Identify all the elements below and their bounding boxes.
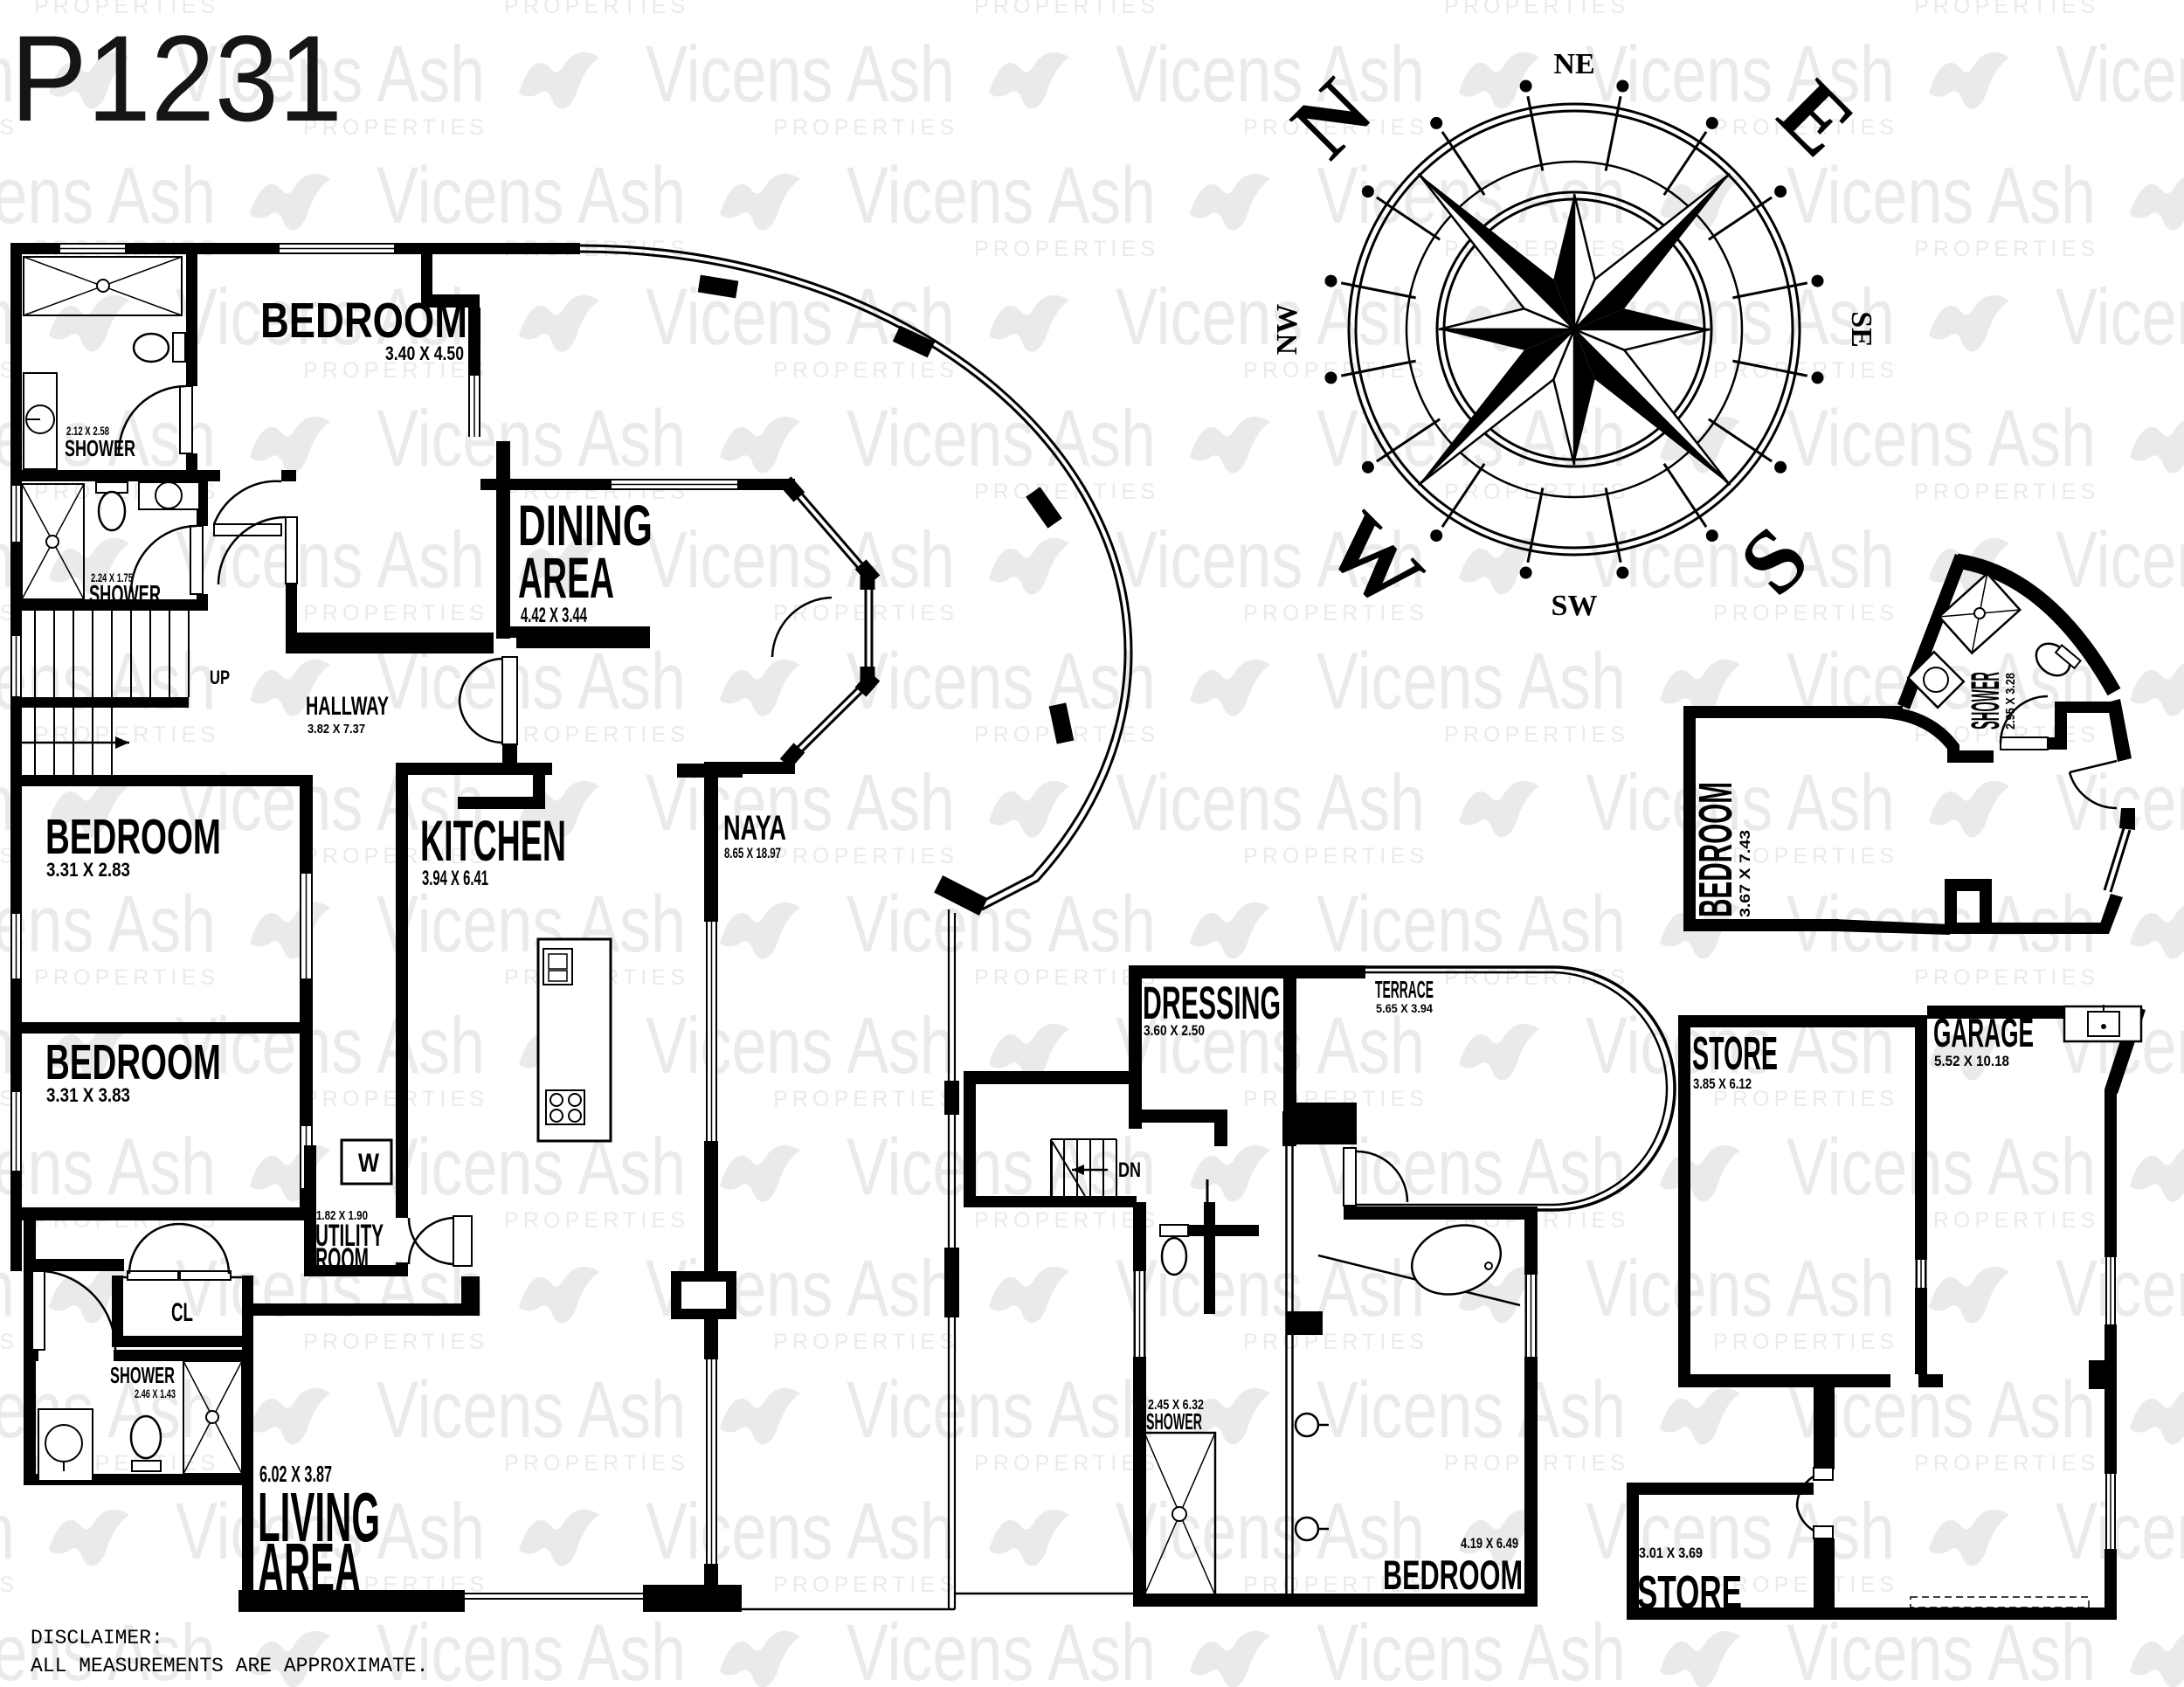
svg-text:3.31 X 3.83: 3.31 X 3.83 [46,1084,130,1106]
svg-text:2.45 X 6.32: 2.45 X 6.32 [1148,1398,1204,1413]
svg-text:W: W [358,1149,380,1178]
svg-text:SW: SW [1552,590,1598,622]
svg-text:AREA: AREA [258,1529,361,1607]
svg-text:SHOWER: SHOWER [89,581,161,609]
svg-text:GARAGE: GARAGE [1933,1010,2034,1055]
svg-text:KITCHEN: KITCHEN [420,808,566,873]
svg-text:5.52 X 10.18: 5.52 X 10.18 [1934,1053,2009,1069]
svg-text:UTILITY: UTILITY [315,1219,384,1253]
svg-text:3.85 X 6.12: 3.85 X 6.12 [1693,1075,1752,1092]
svg-text:1.82 X 1.90: 1.82 X 1.90 [316,1208,368,1223]
svg-text:NAYA: NAYA [723,809,786,847]
svg-text:HALLWAY: HALLWAY [306,692,389,721]
svg-text:SHOWER: SHOWER [110,1362,175,1388]
svg-text:3.60 X 2.50: 3.60 X 2.50 [1144,1022,1205,1039]
svg-text:UP: UP [210,667,230,688]
svg-text:2.95 X 3.28: 2.95 X 3.28 [2003,673,2018,729]
svg-text:8.65 X 18.97: 8.65 X 18.97 [724,845,781,861]
svg-text:NW: NW [1271,304,1303,356]
svg-text:DRESSING: DRESSING [1143,978,1281,1029]
svg-text:DISCLAIMER:: DISCLAIMER: [31,1627,163,1649]
svg-text:3.01 X 3.69: 3.01 X 3.69 [1639,1545,1703,1561]
svg-text:NE: NE [1553,48,1594,80]
svg-text:3.40 X 4.50: 3.40 X 4.50 [385,342,464,364]
svg-text:BEDROOM: BEDROOM [1383,1552,1523,1598]
svg-text:4.42 X 3.44: 4.42 X 3.44 [521,604,587,627]
svg-text:DINING: DINING [518,493,653,557]
svg-text:SHOWER: SHOWER [1146,1408,1202,1435]
svg-text:3.94 X 6.41: 3.94 X 6.41 [422,867,488,890]
svg-text:3.82 X 7.37: 3.82 X 7.37 [308,722,365,736]
svg-text:3.31 X 2.83: 3.31 X 2.83 [46,859,130,881]
svg-text:AREA: AREA [518,545,614,610]
svg-text:2.12 X 2.58: 2.12 X 2.58 [66,424,109,438]
svg-text:ALL MEASUREMENTS ARE APPROXIMA: ALL MEASUREMENTS ARE APPROXIMATE. [31,1655,428,1677]
svg-text:DN: DN [1118,1158,1141,1182]
svg-text:3.67 X 7.43: 3.67 X 7.43 [1737,830,1753,917]
svg-text:LIVING: LIVING [258,1478,380,1556]
svg-text:CL: CL [171,1298,193,1327]
svg-text:SHOWER: SHOWER [65,435,135,461]
svg-text:4.19 X 6.49: 4.19 X 6.49 [1461,1535,1518,1552]
svg-text:P1231: P1231 [10,10,342,147]
svg-text:BEDROOM: BEDROOM [45,1034,221,1090]
svg-text:SE: SE [1845,311,1877,348]
svg-text:STORE: STORE [1637,1566,1742,1619]
svg-text:SHOWER: SHOWER [1963,672,2008,729]
svg-text:5.65 X 3.94: 5.65 X 3.94 [1376,1001,1433,1015]
svg-text:6.02 X 3.87: 6.02 X 3.87 [259,1461,332,1487]
svg-text:TERRACE: TERRACE [1375,976,1434,1003]
svg-text:BEDROOM: BEDROOM [45,809,221,865]
svg-text:2.46 X 1.43: 2.46 X 1.43 [135,1386,176,1400]
svg-text:STORE: STORE [1692,1027,1778,1080]
svg-text:ROOM: ROOM [315,1242,369,1276]
svg-text:2.24 X 1.75: 2.24 X 1.75 [91,570,133,584]
svg-text:BEDROOM: BEDROOM [1690,782,1742,917]
